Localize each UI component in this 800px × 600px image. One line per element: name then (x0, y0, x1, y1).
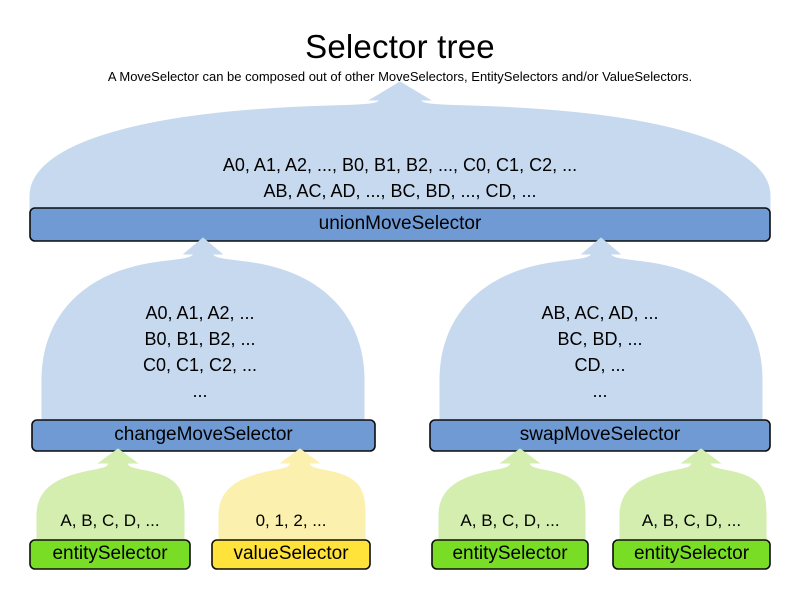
leaf-value-content-line: 0, 1, 2, ... (255, 511, 327, 530)
swap-bar-label: swapMoveSelector (519, 424, 681, 445)
leaf-entity-3-contents: A, B, C, D, ... (613, 508, 770, 534)
change-bar-label: changeMoveSelector (114, 424, 293, 445)
change-content-line: C0, C1, C2, ... (142, 355, 258, 375)
change-contents: A0, A1, A2, ... B0, B1, B2, ... C0, C1, … (55, 300, 345, 404)
change-content-line: B0, B1, B2, ... (144, 329, 256, 349)
change-dome-shape (41, 237, 365, 423)
leaf-entity-2-bar-label: entitySelector (452, 543, 568, 564)
leaf-value-bar-label: valueSelector (233, 543, 349, 564)
swap-contents: AB, AC, AD, ... BC, BD, ... CD, ... ... (455, 300, 745, 404)
leaf-entity-2-dome-shape (438, 448, 586, 543)
leaf-entity-3-content-line: A, B, C, D, ... (641, 511, 742, 530)
leaf-entity-3-bar-label: entitySelector (633, 543, 750, 564)
swap-content-line: AB, AC, AD, ... (541, 303, 659, 323)
leaf-entity-1-bar[interactable] (29, 539, 191, 570)
leaf-entity-2-contents: A, B, C, D, ... (432, 508, 588, 534)
union-dome-shape (29, 81, 771, 211)
union-content-line: A0, A1, A2, ..., B0, B1, B2, ..., C0, C1… (222, 155, 578, 175)
leaf-entity-1-bar-label: entitySelector (52, 543, 168, 564)
union-bar[interactable] (29, 207, 771, 242)
swap-content-line: CD, ... (574, 355, 626, 375)
leaf-entity-3-bar[interactable] (612, 539, 771, 570)
leaf-entity-3-dome-shape (619, 448, 767, 543)
swap-dome-shape (439, 237, 763, 423)
union-bar-label: unionMoveSelector (318, 213, 482, 234)
union-content-line: AB, AC, AD, ..., BC, BD, ..., CD, ... (263, 181, 537, 201)
change-content-line: A0, A1, A2, ... (145, 303, 255, 323)
swap-bar[interactable] (429, 419, 771, 452)
swap-content-line: BC, BD, ... (557, 329, 643, 349)
leaf-value-contents: 0, 1, 2, ... (212, 508, 370, 534)
leaf-entity-1-content-line: A, B, C, D, ... (60, 511, 160, 530)
leaf-value-dome-shape (218, 448, 366, 543)
leaf-entity-2-content-line: A, B, C, D, ... (460, 511, 560, 530)
change-bar[interactable] (31, 419, 376, 452)
leaf-entity-2-bar[interactable] (431, 539, 589, 570)
union-contents: A0, A1, A2, ..., B0, B1, B2, ..., C0, C1… (140, 152, 660, 204)
change-content-line: ... (192, 381, 208, 401)
page-subtitle: A MoveSelector can be composed out of ot… (107, 69, 693, 84)
leaf-entity-1-contents: A, B, C, D, ... (30, 508, 190, 534)
leaf-entity-1-dome-shape (36, 448, 185, 543)
page-title: Selector tree (305, 28, 495, 65)
leaf-value-bar[interactable] (211, 539, 371, 570)
swap-content-line: ... (592, 381, 608, 401)
